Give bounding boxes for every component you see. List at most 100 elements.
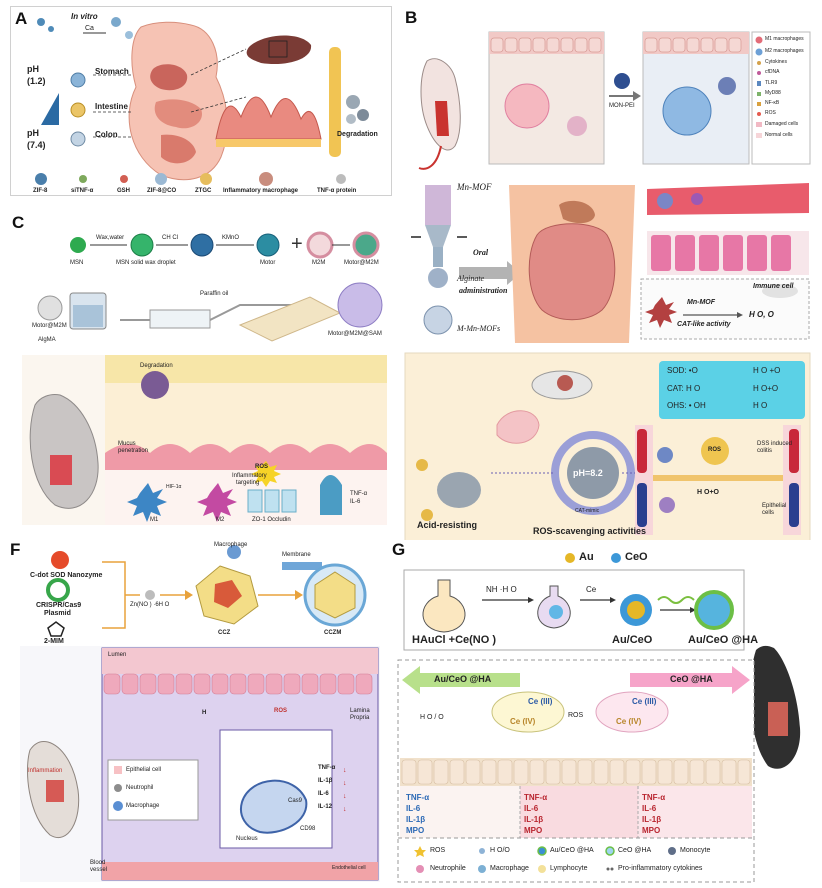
legend-tlr9: TLR9 [765, 80, 778, 86]
svg-text:↓: ↓ [343, 793, 347, 800]
vessel-label: vessel [90, 867, 108, 873]
alginate-label: Alginate [457, 274, 485, 283]
ce-iii-left: Ce (III) [528, 697, 553, 706]
panel-b: B MON-PEI M1 macrophages M2 macrophages … [397, 6, 812, 172]
panel-a: A In vitro Ca pH (1.2) pH (7.4) Stomach … [10, 6, 392, 196]
panel-c: + C MSN Wax,water MSN solid wax droplet … [10, 205, 393, 530]
motor-label: Motor [260, 260, 276, 266]
administration-label: administration [459, 286, 508, 295]
col1-mpo: MPO [406, 826, 425, 835]
tnf-c-label: TNF-α [350, 491, 368, 497]
m2m-label: M2M [312, 260, 326, 266]
intestine-label: Intestine [95, 102, 128, 111]
col2-il6: IL-6 [524, 804, 539, 813]
cczm-label: CCZM [324, 630, 342, 636]
acid-resisting-label: Acid-resisting [417, 520, 478, 530]
colon-label: Colon [95, 130, 118, 139]
penetration-label: penetration [118, 448, 149, 454]
macrophage-legend-label: Macrophage [126, 803, 160, 809]
legend-myd88: MyD88 [765, 90, 781, 96]
cat-mimic-label: CAT-mimic [575, 508, 600, 514]
panel-f-art: ↓ ↓ ↓ ↓ [20, 545, 380, 882]
svg-text:↓: ↓ [343, 780, 347, 787]
legend-nfkb: NF-κB [765, 100, 780, 106]
targeting-label: targeting [236, 480, 260, 486]
legend-g-h2o: H O/O [490, 847, 510, 854]
ca-label: Ca [85, 25, 94, 32]
algma-label: AlgMA [38, 337, 56, 343]
panel-e: E SOD: •O H O +O CAT: H O H O+O OHS: • O… [397, 345, 812, 542]
col2-tnf: TNF-α [524, 793, 548, 802]
legend-tnf-protein: TNF-α protein [317, 188, 357, 194]
ce-iv-left: Ce (IV) [510, 717, 536, 726]
legend-damaged: Damaged cells [765, 121, 799, 127]
motor-sam-label: Motor@M2M@SAM [328, 331, 382, 337]
o2-label: O, O [757, 310, 774, 319]
col1-il6: IL-6 [406, 804, 421, 813]
msn-label: MSN [70, 260, 84, 266]
msn-drop-label: MSN solid wax droplet [116, 260, 176, 266]
wax-label: Wax,water [96, 235, 125, 241]
panel-g-art [397, 553, 801, 883]
membrane-label: Membrane [282, 552, 311, 558]
lumen-label: Lumen [108, 652, 127, 658]
col3-mpo: MPO [642, 826, 661, 835]
legend-g-cytokines: Pro-inflammatory cytokines [618, 865, 703, 872]
legend-m1: M1 macrophages [765, 36, 804, 42]
legend-inflam-macro: Inflammatory macrophage [223, 188, 299, 194]
panel-g: G Au CeO NH ·H O Ce HAuCl +Ce(NO ) Au/Ce… [390, 540, 814, 885]
zo-label: ZO-1 Occludin [252, 517, 291, 523]
h2o-o2-g-label: H O / O [420, 714, 444, 721]
legend-g-lymphocyte: Lymphocyte [550, 865, 588, 872]
eq-sod-left: SOD: •O [667, 366, 698, 375]
motor-m2m-label: Motor@M2M [344, 260, 379, 266]
inflammatory-label: Inflammatory [232, 473, 267, 479]
propria-label: Propria [350, 715, 370, 721]
panel-e-art [404, 352, 811, 542]
panel-b-art [418, 31, 811, 170]
ros-g-label: ROS [568, 712, 584, 719]
auceo2-label: Au/CeO [612, 634, 653, 646]
eq-ohs-left: OHS: • OH [667, 401, 706, 410]
legend-zif8: ZIF-8 [33, 188, 48, 194]
eq-cat-right: H O+O [753, 384, 779, 393]
ccz-label: CCZ [218, 630, 231, 636]
ph2-value: (7.4) [27, 140, 46, 150]
dss-label: DSS induced [757, 441, 793, 447]
il6-f-label: IL-6 [318, 791, 329, 797]
nucleus-label: Nucleus [236, 836, 258, 842]
eq-cat-left: CAT: H O [667, 384, 701, 393]
epithelial-e-label: Epithelial [762, 503, 787, 509]
ceo2-legend-label: CeO [625, 551, 648, 563]
cas9-label: Cas9 [288, 798, 303, 804]
nh3-label: NH ·H O [486, 585, 517, 594]
degradation-label: Degradation [337, 131, 378, 138]
legend-normal: Normal cells [765, 132, 793, 138]
ce3-label: Ce [586, 585, 597, 594]
eq-sod-right: H O +O [753, 366, 781, 375]
panel-c-label: C [12, 213, 25, 232]
mnmof2-label: Mn-MOF [687, 299, 715, 306]
mnmof-label: Mn-MOF [457, 182, 492, 192]
col2-il1b: IL-1β [524, 815, 544, 824]
cdot-label: C-dot SOD Nanozyme [30, 572, 103, 579]
il1-f-label: IL-1β [318, 778, 333, 784]
ce-iv-right: Ce (IV) [616, 717, 642, 726]
legend-g-ros: ROS [430, 847, 446, 854]
ph-value-label: pH=8.2 [573, 468, 603, 478]
legend-cytokines: Cytokines [765, 59, 787, 65]
ch2cl2-label: CH Cl [162, 235, 178, 241]
inflammation-label: Inflammation [28, 768, 63, 774]
hif-label: HIF-1α [166, 484, 182, 490]
panel-a-label: A [15, 9, 28, 28]
il12-f-label: IL-12 [318, 804, 333, 810]
epithelial-f-label: Epithelial cell [126, 767, 162, 773]
ros-scavenging-label: ROS-scavenging activities [533, 526, 647, 536]
col3-il1b: IL-1β [642, 815, 662, 824]
ros-f-label: ROS [274, 708, 288, 714]
cd98-label: CD98 [300, 826, 316, 832]
legend-gsh: GSH [117, 188, 131, 194]
degradation-c-label: Degradation [140, 363, 173, 369]
paraffin-label: Paraffin oil [200, 291, 229, 297]
legend-cfdna: cfDNA [765, 69, 780, 75]
